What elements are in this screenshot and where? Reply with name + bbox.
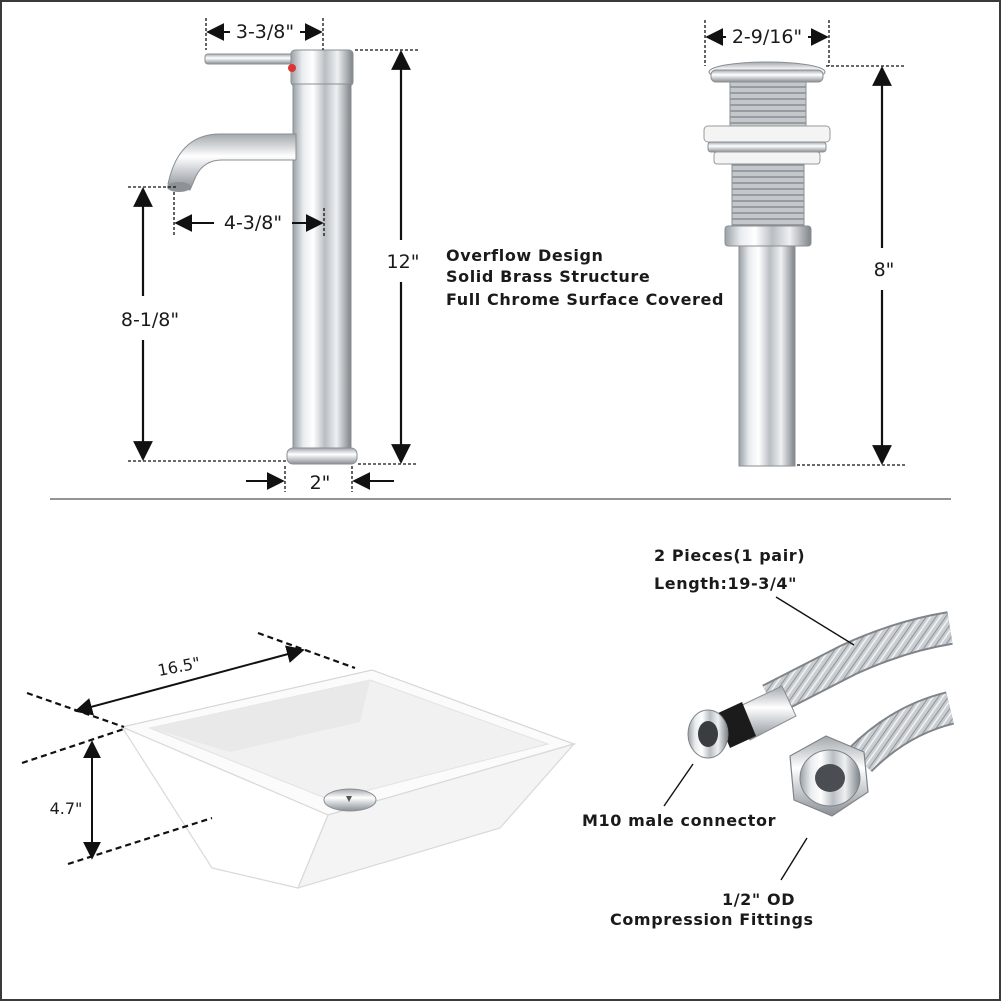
sink-width-label: 16.5" (156, 653, 202, 680)
male-connector-label: M10 male connector (582, 811, 776, 830)
faucet-illustration (167, 49, 358, 465)
feature-overflow-design: Overflow Design (446, 246, 604, 265)
sink-dimensions: 16.5" 4.7" (21, 631, 356, 866)
compression-fittings-label: Compression Fittings (610, 910, 814, 929)
drain-illustration (703, 61, 831, 467)
hose-annotations: 2 Pieces(1 pair) Length:19-3/4" M10 male… (582, 546, 855, 929)
feature-solid-brass: Solid Brass Structure (446, 267, 650, 286)
feature-chrome-surface: Full Chrome Surface Covered (446, 290, 724, 309)
hose-pieces-label: 2 Pieces(1 pair) (654, 546, 805, 565)
spout-reach-label: 4-3/8" (224, 212, 282, 234)
hose-length-label: Length:19-3/4" (654, 574, 797, 593)
supply-hoses-illustration (687, 611, 955, 817)
faucet-handle-width-label: 3-3/8" (236, 21, 294, 43)
vessel-sink-illustration (120, 669, 576, 889)
feature-notes: Overflow Design Solid Brass Structure Fu… (446, 246, 724, 309)
spout-height-label: 8-1/8" (121, 309, 179, 331)
sink-height-label: 4.7" (50, 799, 83, 818)
drain-width-label: 2-9/16" (732, 26, 802, 48)
drain-height-label: 8" (874, 259, 895, 281)
faucet-dimensions: 3-3/8" 12" 4-3/8" 8-1/8" 2" (121, 18, 420, 494)
faucet-height-label: 12" (387, 251, 420, 273)
od-size-label: 1/2" OD (722, 890, 795, 909)
drain-dimensions: 2-9/16" 8" (704, 20, 905, 466)
faucet-base-width-label: 2" (310, 472, 331, 494)
